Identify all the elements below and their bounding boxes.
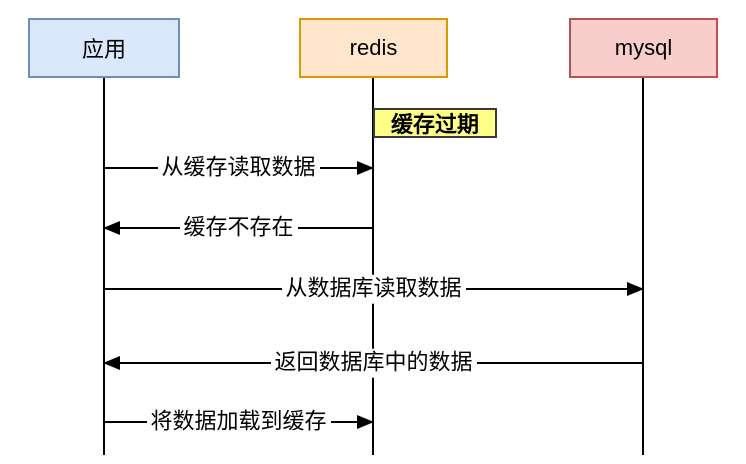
actor-box-redis: redis — [299, 18, 448, 78]
actor-label-redis: redis — [349, 35, 398, 60]
arrowhead-left-icon — [103, 221, 120, 235]
message-label: 将数据加载到缓存 — [146, 407, 331, 437]
actor-box-app: 应用 — [28, 18, 180, 78]
lifeline-app — [103, 78, 105, 455]
actor-label-app: 应用 — [81, 37, 126, 62]
lifeline-redis — [372, 78, 374, 455]
arrowhead-left-icon — [103, 356, 120, 370]
note-label: 缓存过期 — [390, 112, 479, 137]
lifeline-mysql — [642, 78, 644, 455]
arrowhead-right-icon — [357, 415, 374, 429]
message-label: 缓存不存在 — [179, 213, 298, 243]
arrowhead-right-icon — [627, 282, 644, 296]
arrowhead-right-icon — [357, 161, 374, 175]
message-label: 从缓存读取数据 — [157, 153, 320, 183]
message-label: 返回数据库中的数据 — [270, 348, 477, 378]
message-label: 从数据库读取数据 — [281, 274, 466, 304]
actor-label-mysql: mysql — [614, 35, 673, 60]
note-cache-expired: 缓存过期 — [373, 108, 497, 138]
actor-box-mysql: mysql — [569, 18, 718, 78]
